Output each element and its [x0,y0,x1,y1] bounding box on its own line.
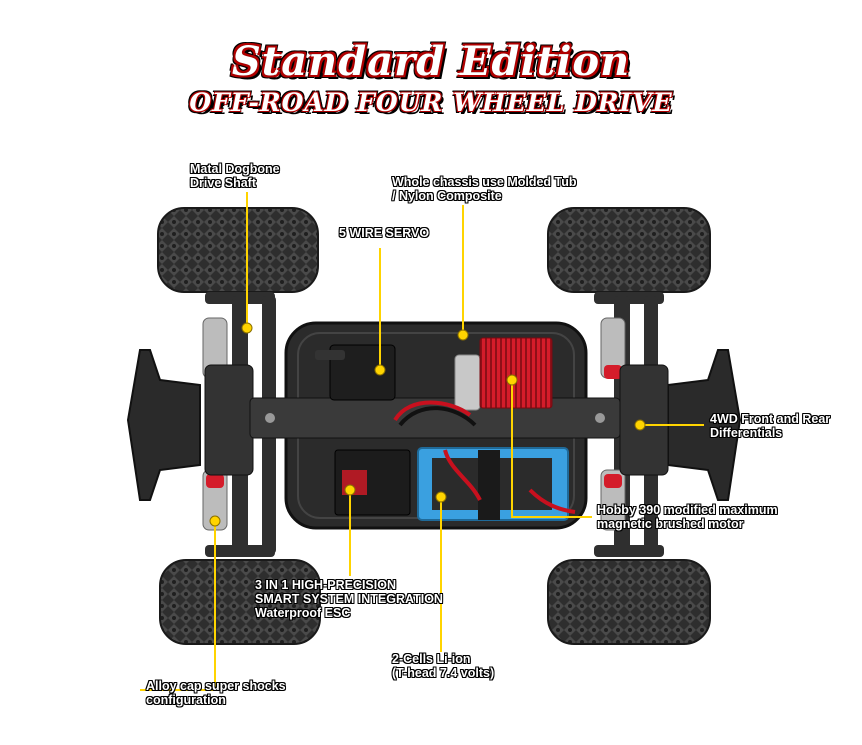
tire-front-left [157,207,319,293]
callout-motor: Hobby 390 modified maximum magnetic brus… [597,503,778,531]
shock-rear-left [202,469,228,531]
page-title: Standard Edition [231,38,631,85]
esc-module [334,449,411,516]
battery-pack [417,447,569,521]
callout-servo: 5 WIRE SERVO [339,226,430,240]
callout-shocks: Alloy cap super shocks configuration [146,679,286,707]
servo [315,344,396,401]
page-subtitle: OFF-ROAD FOUR WHEEL DRIVE [189,88,673,117]
shock-rear-right [600,469,626,531]
callout-differentials: 4WD Front and Rear Differentials [710,412,831,440]
tire-rear-right [547,559,711,645]
shock-front-right [600,317,626,379]
callout-chassis: Whole chassis use Molded Tub / Nylon Com… [392,175,577,203]
callout-battery: 2-Cells Li-ion (T-head 7.4 volts) [392,652,495,680]
tire-front-right [547,207,711,293]
rear-bumper [667,349,742,501]
rear-differential [619,364,669,476]
callout-esc: 3 IN 1 HIGH-PRECISION SMART SYSTEM INTEG… [255,578,443,620]
front-differential [204,364,254,476]
callout-dogbone: Matal Dogbone Drive Shaft [190,162,280,190]
front-bumper [126,349,201,501]
